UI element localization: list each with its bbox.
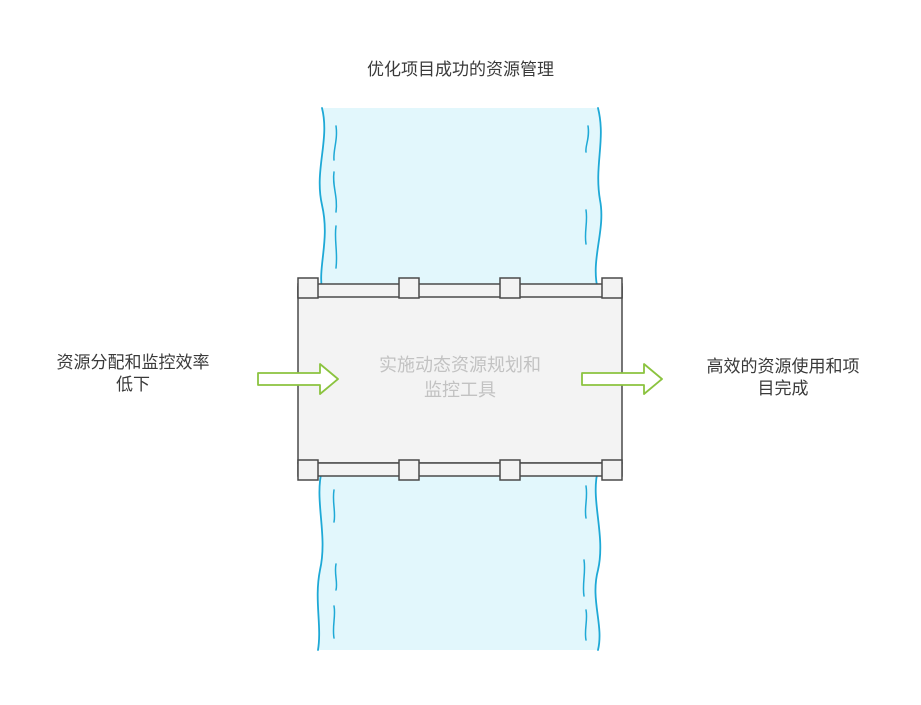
- bridge-railing-top: [297, 283, 623, 298]
- bridge-post: [601, 277, 623, 299]
- bridge-post: [297, 277, 319, 299]
- river-wave: [584, 209, 588, 245]
- river-bank-right-lower: [594, 469, 602, 651]
- diagram-title: 优化项目成功的资源管理: [367, 60, 554, 80]
- output-arrow-icon: [581, 363, 663, 395]
- bridge-post: [398, 277, 420, 299]
- input-arrow-icon: [257, 363, 339, 395]
- output-label: 高效的资源使用和项 目完成: [706, 357, 860, 399]
- river-wave: [334, 225, 338, 269]
- river-bank-left: [318, 107, 326, 291]
- input-label: 资源分配和监控效率 低下: [56, 353, 210, 395]
- river-wave: [332, 171, 338, 213]
- bridge-post: [499, 459, 521, 481]
- river-wave: [582, 559, 586, 597]
- bridge-label: 实施动态资源规划和 监控工具: [379, 355, 541, 401]
- bridge-deck: [297, 286, 623, 464]
- river-wave: [333, 125, 338, 161]
- bridge-post: [297, 459, 319, 481]
- river-wave: [332, 605, 336, 639]
- river-wave: [334, 563, 338, 591]
- bridge-post: [499, 277, 521, 299]
- bridge-post: [398, 459, 420, 481]
- river-bank-left-lower: [316, 469, 324, 651]
- bridge-post: [601, 459, 623, 481]
- river-wave: [584, 609, 588, 641]
- bridge-railing-bottom: [297, 462, 623, 477]
- river-wave: [332, 489, 336, 523]
- river-wave: [584, 485, 588, 519]
- river-wave: [585, 125, 590, 153]
- river-bank-right: [594, 107, 603, 291]
